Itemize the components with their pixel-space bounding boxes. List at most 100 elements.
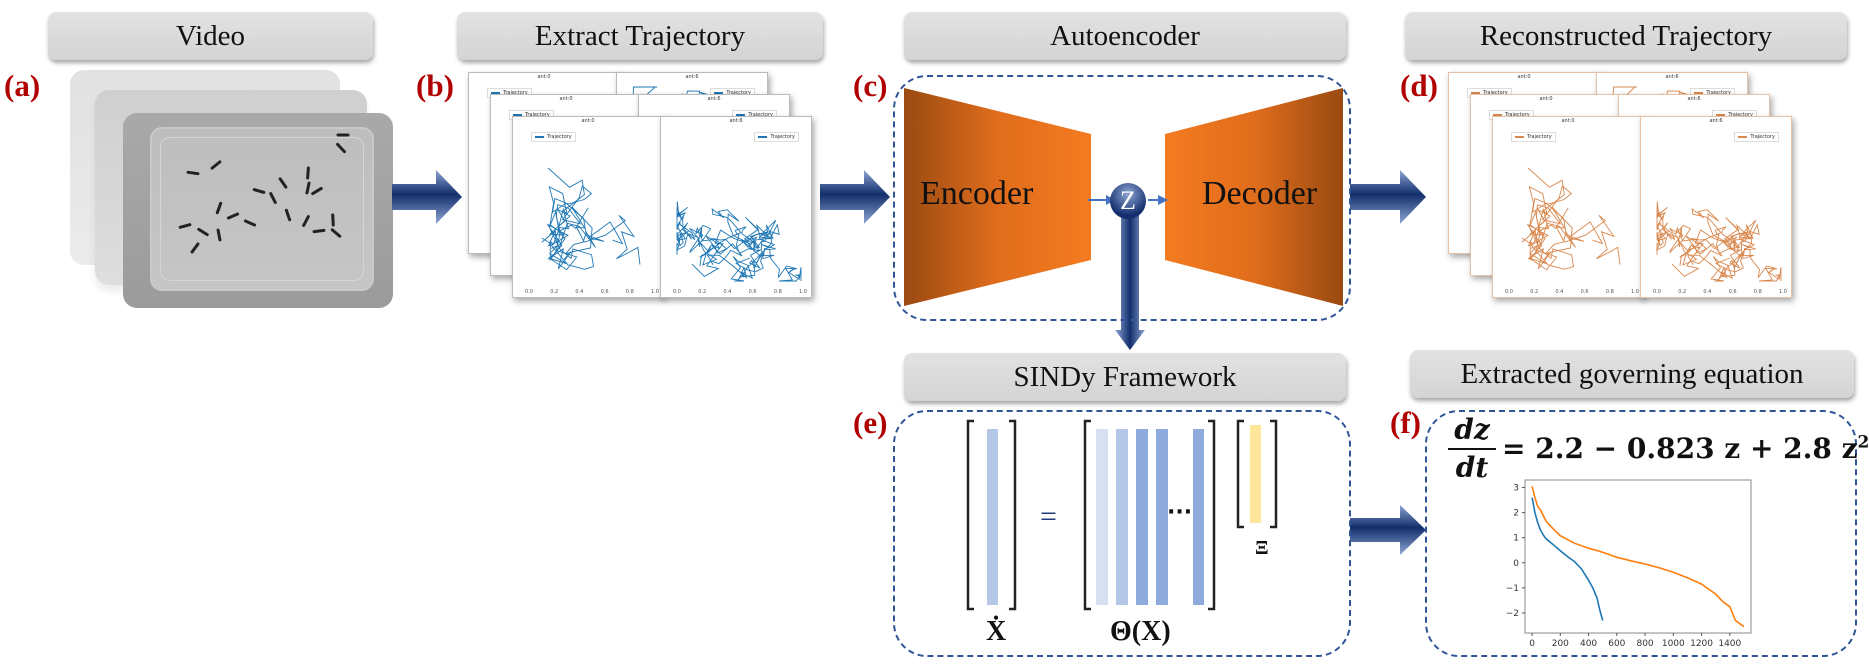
plot-legend: Trajectory [531,132,576,142]
panel-label-b: (b) [416,68,454,103]
ant [278,177,288,189]
plot-legend: Trajectory [1511,132,1556,142]
panel-label-f: (f) [1390,405,1421,440]
legend-swatch [535,135,544,138]
legend-swatch [1515,135,1524,138]
plot-legend: Trajectory [754,132,799,142]
theta-matrix [1083,419,1216,611]
ants-svg [178,133,350,254]
xi-label: Ξ [1255,537,1269,559]
legend-text: Trajectory [748,112,773,118]
ant [178,223,192,229]
legend-text: Trajectory [1750,134,1775,140]
governing-box [1425,410,1857,657]
x-tick-label: 1200 [1690,639,1713,649]
trajectory-line [1656,224,1708,267]
equation-rhs-text: = 2.2 − 0.823 z + 2.8 z [1502,432,1858,465]
trajectory-line [710,208,773,282]
legend-swatch [1493,113,1502,116]
x-tick-label: 1.0 [1631,289,1639,295]
petri-dish [150,127,374,291]
ant [305,181,311,195]
arrow-autoencoder-to-reconstructed [1350,170,1426,224]
x-tick-label: 0.6 [1728,289,1737,295]
x-tick-label: 0.2 [1530,289,1539,295]
ant [243,219,257,227]
trajectory-line [1690,208,1753,282]
equals-sign: = [1040,500,1057,533]
x-tick-label: 0.6 [748,289,757,295]
xdot-column [987,429,998,605]
latent-connectors [1088,195,1168,205]
x-tick-label: 0.8 [625,289,634,295]
ant [302,215,310,227]
plot-title: ant:6 [1709,118,1723,124]
sindy-box [893,410,1351,657]
legend-text: Trajectory [1728,112,1753,118]
ant [252,188,266,194]
x-tick-label: 1400 [1718,639,1741,649]
ant [197,227,209,237]
x-tick-label: 0.6 [1580,289,1589,295]
legend-text: Trajectory [503,90,528,96]
numerator: dz [1448,412,1496,450]
trajectory-line [1671,223,1760,277]
legend-swatch [736,113,746,116]
trajectory-line [676,224,728,267]
legend-text: Trajectory [770,134,795,140]
ant [190,242,200,254]
legend-swatch [714,91,724,94]
x-tick-label: 0.4 [1555,289,1564,295]
panel-label-d: (d) [1400,68,1438,103]
sindy-framework-title: SINDy Framework [904,353,1346,401]
x-tick-label: 0.0 [1653,289,1661,295]
y-tick-label: 2 [1513,509,1519,519]
trajectory-line [541,167,585,262]
ant [216,228,222,242]
arrow-sindy-to-equation [1350,505,1426,555]
decoder-label: Decoder [1202,175,1318,212]
chart-frame [1524,479,1752,634]
legend-swatch [491,91,500,94]
x-tick-label: 0.6 [600,289,609,295]
x-tick-label: 0.2 [550,289,559,295]
trajectory-path-area [1521,167,1621,271]
equation-exponent: 2 [1857,432,1869,453]
arrow-video-to-extract [392,170,462,224]
derivative-fraction: dz dt [1448,412,1496,486]
encoder-label: Encoder [920,175,1034,212]
video-frame-front [123,113,393,308]
x-tick-label: 200 [1552,639,1569,649]
x-tick-label: 0.0 [525,289,533,295]
ant [331,213,335,227]
plot-title: ant:6 [685,74,699,80]
series-line-blue [1531,497,1604,621]
xdot-matrix [966,419,1017,611]
x-tick-label: 0 [1529,639,1535,649]
autoencoder-title: Autoencoder [904,12,1346,60]
x-tick-label: 0.2 [698,289,707,295]
plot-title: ant:0 [537,74,551,80]
x-tick-label: 0.4 [575,289,584,295]
ant [284,208,292,222]
xi-matrix [1236,419,1278,529]
reconstructed-trajectory-title: Reconstructed Trajectory [1405,12,1847,60]
theta-column-4 [1156,429,1168,605]
plot-title: ant:0 [559,96,573,102]
x-tick-label: 0.4 [723,289,732,295]
x-tick-label: 0.4 [1703,289,1712,295]
trajectory-line [1656,201,1676,247]
x-tick-label: 800 [1636,639,1653,649]
legend-text: Trajectory [525,112,550,118]
plot-title: ant:6 [707,96,721,102]
theta-column-3 [1136,429,1148,605]
trajectory-line [691,223,780,277]
plot-title: ant:0 [1539,96,1553,102]
governing-equation-title: Extracted governing equation [1410,350,1854,398]
plot-title: ant:0 [581,118,595,124]
x-tick-label: 600 [1608,639,1625,649]
